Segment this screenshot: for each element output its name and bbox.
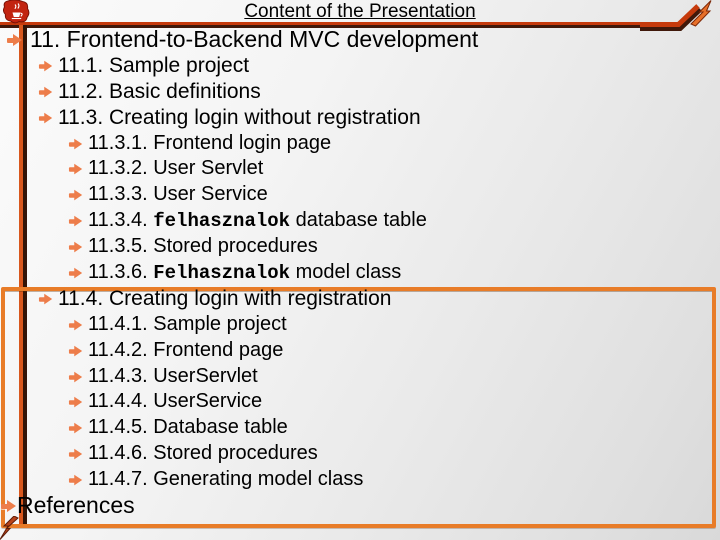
outline-item: 11.4. Creating login with registration	[0, 286, 720, 312]
arrow-bullet-icon	[68, 241, 83, 253]
outline-item-label: 11.3. Creating login without registratio…	[58, 105, 421, 129]
outline-item: 11.4.6. Stored procedures	[0, 441, 720, 467]
outline-item: 11.4.2. Frontend page	[0, 338, 720, 364]
outline-item-text: model class	[290, 261, 402, 284]
outline-item-references: References	[0, 492, 720, 519]
outline-item-label: 11.1. Sample project	[58, 53, 250, 77]
outline-item-label: References	[17, 492, 135, 519]
arrow-bullet-icon	[68, 345, 83, 356]
arrow-bullet-icon	[68, 397, 83, 408]
outline-item-label: 11.4.1. Sample project	[88, 312, 287, 335]
outline-item-label: 11.3.4. felhasznalok database table	[88, 209, 427, 233]
arrow-bullet-icon	[68, 448, 83, 460]
outline-item: 11.3.6. Felhasznalok model class	[0, 260, 720, 286]
arrow-bullet-icon	[38, 293, 53, 305]
outline-item: 11.3.1. Frontend login page	[0, 131, 720, 157]
section-highlight-box	[1, 287, 716, 528]
outline-item-label: 11.3.2. User Servlet	[88, 157, 264, 180]
slide-title: Content of the Presentation	[244, 1, 476, 22]
outline-item: 11.3.3. User Service	[0, 182, 720, 208]
arrow-bullet-icon	[38, 112, 53, 123]
title-underline-shadow	[0, 25, 652, 28]
outline-item-label: 11.3.5. Stored procedures	[88, 235, 318, 258]
arrow-bullet-icon	[38, 86, 53, 98]
outline-item: 11.4.7. Generating model class	[0, 467, 720, 493]
outline-item-text: database table	[290, 209, 427, 232]
outline-item-label: 11.4.7. Generating model class	[88, 468, 364, 491]
outline-item: 11.2. Basic definitions	[0, 79, 720, 105]
outline-item: 11.4.3. UserServlet	[0, 364, 720, 390]
title-underline-line	[0, 22, 650, 25]
arrow-bullet-icon	[68, 319, 83, 331]
java-logo-icon	[3, 0, 30, 24]
outline-item: 11.4.5. Database table	[0, 415, 720, 441]
outline-item-label: 11.4.5. Database table	[88, 416, 288, 439]
arrow-bullet-icon	[38, 60, 53, 72]
outline-item-label: 11. Frontend-to-Backend MVC development	[30, 26, 479, 52]
outline-item-label: 11.4.2. Frontend page	[88, 338, 284, 361]
outline-item: 11.3.4. felhasznalok database table	[0, 208, 720, 234]
arrow-bullet-icon	[68, 371, 83, 382]
outline-item-label: 11.4.3. UserServlet	[88, 364, 258, 387]
code-term: Felhasznalok	[153, 262, 291, 285]
arrow-bullet-icon	[68, 215, 83, 227]
outline-item: 11.3.5. Stored procedures	[0, 234, 720, 260]
outline-item: 11. Frontend-to-Backend MVC development	[0, 26, 720, 53]
outline-item: 11.1. Sample project	[0, 53, 720, 79]
outline-item: 11.3. Creating login without registratio…	[0, 105, 720, 131]
arrow-bullet-icon	[7, 33, 23, 47]
outline-item-label: 11.4. Creating login with registration	[58, 286, 392, 310]
code-term: felhasznalok	[153, 210, 291, 233]
arrow-bullet-icon	[1, 499, 17, 513]
lightning-arrow-icon	[640, 0, 712, 31]
outline-item-text: 11.3.4.	[88, 209, 154, 232]
outline-item-label: 11.3.6. Felhasznalok model class	[88, 261, 402, 285]
outline-item: 11.3.2. User Servlet	[0, 156, 720, 182]
outline-item-text: 11.3.6.	[88, 261, 154, 284]
outline-item-label: 11.3.3. User Service	[88, 183, 268, 206]
outline-list: 11. Frontend-to-Backend MVC development …	[0, 26, 720, 519]
outline-item-label: 11.4.6. Stored procedures	[88, 442, 318, 465]
arrow-bullet-icon	[68, 190, 83, 201]
arrow-bullet-icon	[68, 474, 83, 486]
content-box-left-border	[19, 25, 23, 524]
outline-item-label: 11.4.4. UserService	[88, 390, 263, 413]
arrow-bullet-icon	[68, 164, 83, 175]
outline-item-label: 11.3.1. Frontend login page	[88, 131, 332, 154]
lightning-arrow-icon	[0, 516, 19, 540]
outline-item: 11.4.4. UserService	[0, 389, 720, 415]
arrow-bullet-icon	[68, 138, 83, 149]
outline-item-label: 11.2. Basic definitions	[58, 79, 261, 103]
outline-item: 11.4.1. Sample project	[0, 312, 720, 338]
content-box-left-border-shadow	[23, 25, 27, 524]
arrow-bullet-icon	[68, 423, 83, 434]
arrow-bullet-icon	[68, 267, 83, 279]
